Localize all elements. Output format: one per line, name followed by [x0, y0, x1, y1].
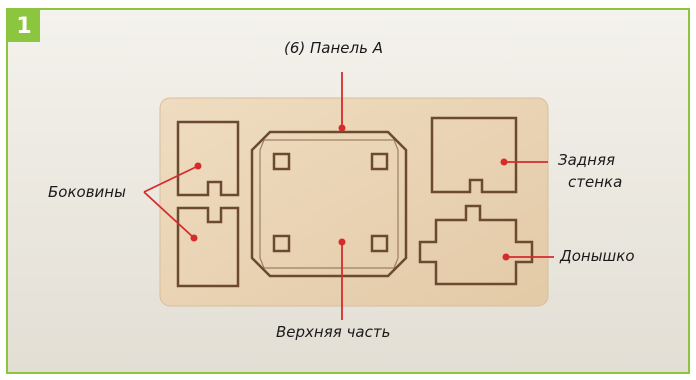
label-bottom: Донышко [560, 247, 635, 265]
back-wall-piece [430, 116, 518, 194]
instruction-step-frame: 1 (6) Панель А Боковины Задняя стенка До… [6, 8, 690, 374]
wood-panel [159, 97, 549, 307]
label-top: Верхняя часть [276, 323, 391, 341]
step-number-badge: 1 [8, 10, 40, 42]
label-back-line2: стенка [568, 173, 623, 191]
callout-dot-side-upper [194, 162, 202, 170]
top-slot-tl [272, 152, 291, 171]
callout-dot-back [500, 158, 508, 166]
top-piece [250, 130, 408, 278]
callout-lines [143, 72, 554, 320]
callout-line-side-upper [143, 165, 199, 193]
bottom-piece [418, 204, 534, 286]
side-piece-upper [176, 120, 240, 197]
top-slot-tr [370, 152, 389, 171]
callout-dot-bottom [502, 253, 510, 261]
side-piece-lower [176, 206, 240, 288]
callout-dot-side-lower [190, 234, 198, 242]
callout-dot-top [338, 238, 346, 246]
callout-dot-panel-a [338, 124, 346, 132]
wood-panel-illustration [8, 10, 688, 372]
label-sides: Боковины [48, 183, 126, 201]
callout-line-side-lower [143, 191, 195, 239]
top-slot-bl [272, 234, 291, 253]
top-slot-br [370, 234, 389, 253]
label-back-line1: Задняя [558, 151, 616, 169]
label-panel-a: (6) Панель А [284, 39, 383, 57]
